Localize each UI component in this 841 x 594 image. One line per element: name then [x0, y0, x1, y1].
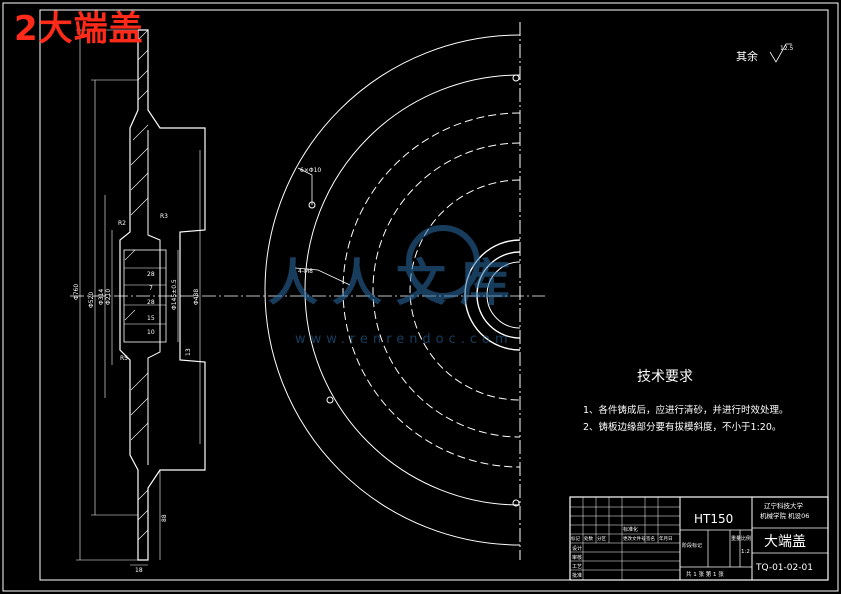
tb-weight-label: 重量 — [731, 535, 741, 542]
tb-drawing-no: TQ-01-02-01 — [755, 563, 813, 573]
dim-d760: Φ760 — [73, 284, 80, 300]
outer-arc — [264, 34, 521, 546]
tb-row-2: 工艺 — [572, 564, 582, 570]
dim-18: 18 — [135, 567, 143, 574]
tb-scale: 1:2 — [741, 549, 750, 555]
hub-arc-1 — [464, 239, 521, 351]
dim-28b: 28 — [147, 299, 155, 306]
tb-scale-label: 比例 — [741, 535, 751, 542]
tb-header-2: 分区 — [597, 535, 606, 542]
dim-hole2: 4-M8 — [298, 268, 313, 275]
tb-part-name: 大端盖 — [764, 534, 806, 550]
dim-88: 88 — [161, 514, 168, 522]
dim-d488: Φ488 — [193, 289, 200, 305]
dim-15: 15 — [147, 315, 155, 322]
dim-r2: R2 — [118, 220, 126, 227]
dim-7: 7 — [149, 285, 153, 292]
arc-4 — [372, 142, 521, 438]
tb-row-3: 批准 — [572, 572, 582, 579]
inner-frame — [39, 9, 829, 581]
watermark: 人人文库 www.renrendoc.com — [268, 225, 524, 347]
tb-header-3: 更改文件号 — [623, 535, 646, 542]
dim-d145: Φ145±0.5 — [171, 279, 178, 310]
dim-10: 10 — [147, 329, 155, 336]
tech-item-2: 2、铸板边缘部分要有拔模斜度，不小于1:20。 — [583, 421, 781, 433]
bolt-hole — [326, 396, 334, 404]
hub-arc-3 — [486, 261, 521, 329]
dim-hole: 6×Φ10 — [300, 167, 321, 174]
tb-std-label: 标准化 — [623, 526, 638, 533]
leader-hole — [297, 167, 313, 205]
arc-5 — [409, 179, 521, 401]
leader-hole2 — [294, 267, 351, 286]
tb-org1: 辽宁科技大学 — [764, 501, 804, 510]
surface-note-label: 其余 — [736, 49, 758, 63]
tb-row-0: 设计 — [572, 545, 582, 552]
section-view — [119, 29, 206, 561]
watermark-url: www.renrendoc.com — [295, 332, 513, 347]
dim-13: 13 — [185, 348, 192, 356]
dim-r5: R5 — [120, 355, 128, 362]
tb-header-1: 处数 — [584, 535, 593, 542]
dimension-lines — [76, 29, 201, 566]
tb-header-0: 标记 — [571, 535, 580, 542]
front-view — [264, 22, 521, 560]
tb-stage-label: 阶段标记 — [682, 542, 702, 549]
tb-sheets: 共 1 张 第 1 张 — [686, 570, 724, 578]
title-block — [569, 496, 829, 581]
bolt-hole — [512, 499, 520, 507]
arc-3 — [342, 112, 521, 468]
tech-item-1: 1、各件铸成后，应进行清砂，并进行时效处理。 — [583, 404, 789, 416]
dim-28: 28 — [147, 271, 155, 278]
surface-note-value: 12.5 — [780, 45, 794, 52]
tb-row-1: 审核 — [572, 554, 582, 561]
arc-2 — [304, 74, 521, 506]
watermark-text: 人人文库 — [268, 254, 524, 312]
banner-title: 2大端盖 — [14, 9, 144, 49]
dim-d520: Φ520 — [88, 292, 95, 308]
tb-org2: 机械学院 机设06 — [760, 511, 809, 520]
tb-header-5: 年月日 — [659, 535, 673, 542]
hub-arc-2 — [476, 251, 521, 339]
dim-r3: R3 — [160, 213, 168, 220]
bolt-hole — [512, 74, 520, 82]
dim-d314: Φ314 — [98, 289, 105, 305]
tb-header-4: 签名 — [646, 535, 655, 542]
roughness-symbol — [769, 43, 792, 63]
tech-title: 技术要求 — [637, 369, 693, 385]
tb-material: HT150 — [694, 512, 733, 526]
dim-d210: Φ210 — [105, 289, 112, 305]
